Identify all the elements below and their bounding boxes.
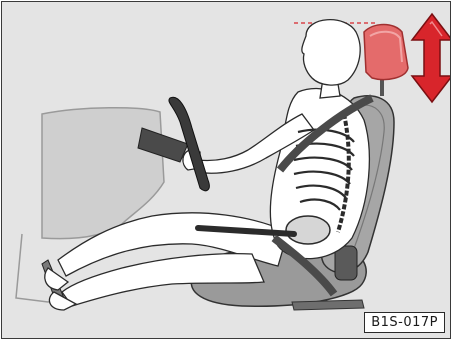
image-code-label: B1S-017P [364, 312, 445, 333]
height-adjust-arrow-icon [412, 14, 451, 102]
pelvis [286, 216, 330, 244]
seat-rail [292, 300, 364, 310]
seat-position-diagram [2, 2, 451, 339]
diagram-frame: B1S-017P [1, 1, 451, 339]
